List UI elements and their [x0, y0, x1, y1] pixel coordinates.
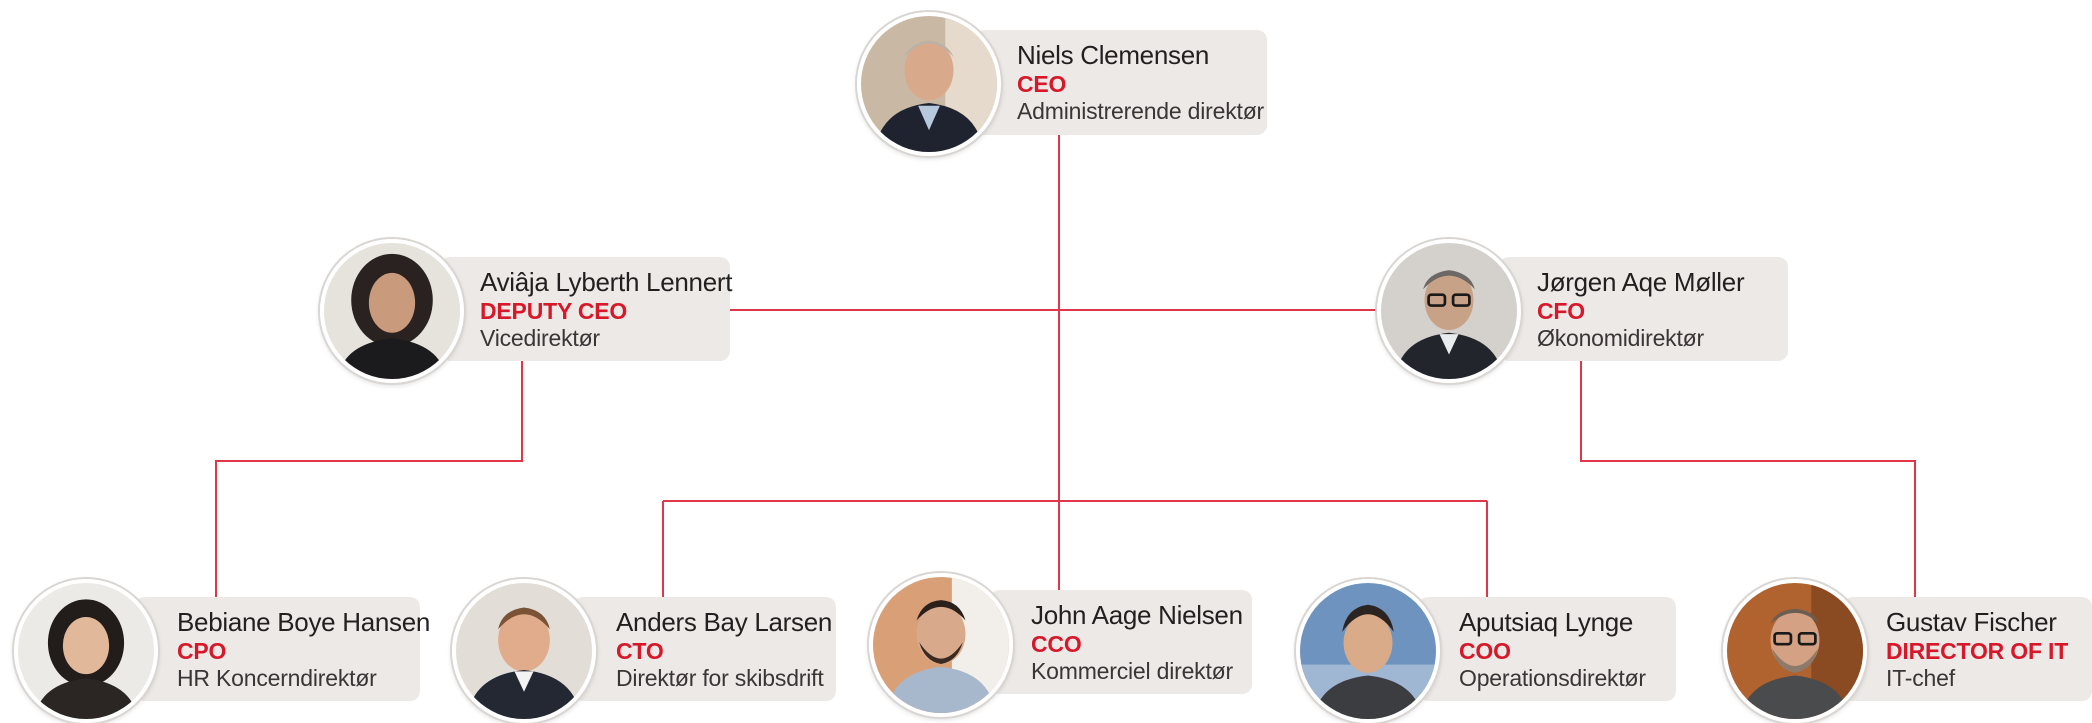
- person-photo-icon: [1381, 243, 1517, 379]
- cco-title: CCO: [1031, 631, 1082, 658]
- person-photo-icon: [18, 583, 154, 719]
- cpo-photo: [14, 579, 158, 723]
- cfo-title: CFO: [1537, 298, 1585, 325]
- connector-cfo-dit: [1580, 360, 1916, 598]
- person-photo-icon: [324, 243, 460, 379]
- dit-photo: [1723, 579, 1867, 723]
- dit-title: DIRECTOR OF IT: [1886, 638, 2069, 665]
- cfo-card: [1499, 257, 1788, 361]
- person-photo-icon: [873, 577, 1009, 713]
- person-photo-icon: [456, 583, 592, 719]
- deputy-card: [440, 257, 730, 361]
- cfo-role: Økonomidirektør: [1537, 325, 1704, 352]
- cto-role: Direktør for skibsdrift: [616, 665, 824, 692]
- coo-title: COO: [1459, 638, 1511, 665]
- cco-photo: [869, 573, 1013, 717]
- coo-photo: [1296, 579, 1440, 723]
- ceo-photo: [857, 12, 1001, 156]
- deputy-photo: [320, 239, 464, 383]
- cto-card: [573, 597, 836, 701]
- cto-title: CTO: [616, 638, 664, 665]
- ceo-card: [975, 30, 1267, 135]
- cto-name: Anders Bay Larsen: [616, 607, 833, 637]
- cco-role: Kommerciel direktør: [1031, 658, 1233, 685]
- dit-card: [1843, 597, 2092, 701]
- ceo-title: CEO: [1017, 71, 1067, 98]
- cfo-name: Jørgen Aqe Møller: [1537, 267, 1745, 297]
- ceo-name: Niels Clemensen: [1017, 40, 1210, 70]
- person-photo-icon: [1300, 583, 1436, 719]
- coo-role: Operationsdirektør: [1459, 665, 1646, 692]
- person-photo-icon: [861, 16, 997, 152]
- cpo-name: Bebiane Boye Hansen: [177, 607, 431, 637]
- coo-name: Aputsiaq Lynge: [1459, 607, 1634, 637]
- deputy-title: DEPUTY CEO: [480, 298, 628, 325]
- person-photo-icon: [1727, 583, 1863, 719]
- cfo-photo: [1377, 239, 1521, 383]
- deputy-role: Vicedirektør: [480, 325, 600, 352]
- cco-card: [990, 590, 1252, 694]
- dit-name: Gustav Fischer: [1886, 607, 2057, 637]
- deputy-name: Aviâja Lyberth Lennert: [480, 267, 733, 297]
- cco-name: John Aage Nielsen: [1031, 600, 1243, 630]
- cpo-title: CPO: [177, 638, 227, 665]
- ceo-role: Administrerende direktør: [1017, 98, 1265, 125]
- dit-role: IT-chef: [1886, 665, 1955, 692]
- cto-photo: [452, 579, 596, 723]
- connector-deputy-cpo: [215, 360, 523, 598]
- coo-card: [1418, 597, 1676, 701]
- cpo-card: [135, 597, 420, 701]
- cpo-role: HR Koncerndirektør: [177, 665, 377, 692]
